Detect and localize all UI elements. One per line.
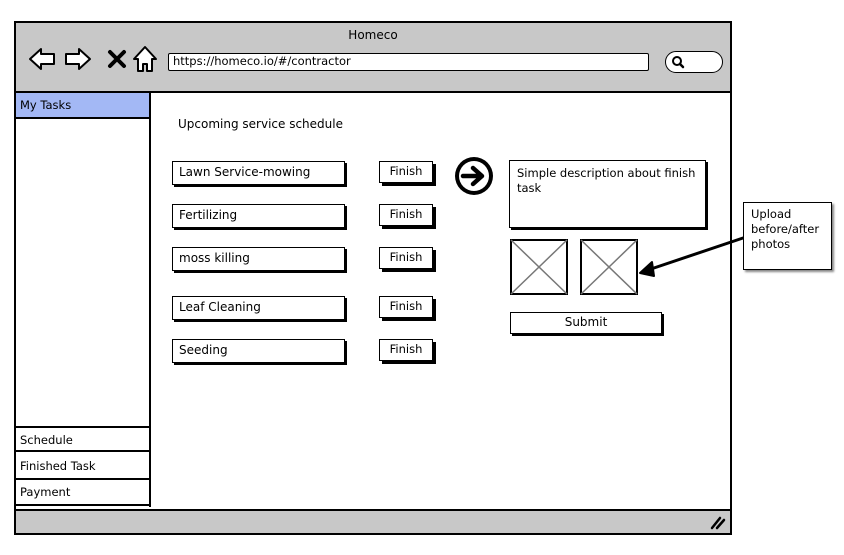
- search-box[interactable]: [665, 51, 723, 73]
- resize-grip-icon[interactable]: [708, 514, 726, 530]
- sidebar-item-finished-task[interactable]: Finished Task: [16, 454, 149, 480]
- window-title: Homeco: [348, 28, 398, 42]
- arrow-right-circle-icon[interactable]: [453, 155, 495, 197]
- forward-arrow-icon[interactable]: [63, 44, 93, 74]
- finish-button[interactable]: Finish: [379, 296, 433, 318]
- url-input[interactable]: https://homeco.io/#/contractor: [168, 53, 649, 71]
- sidebar-item-my-tasks[interactable]: My Tasks: [16, 93, 149, 119]
- page-heading: Upcoming service schedule: [178, 117, 343, 131]
- finish-button[interactable]: Finish: [379, 161, 433, 183]
- status-bar: [16, 509, 730, 533]
- submit-button[interactable]: Submit: [510, 312, 662, 334]
- close-icon[interactable]: [102, 44, 132, 74]
- home-icon[interactable]: [130, 44, 160, 74]
- search-icon: [672, 56, 685, 69]
- after-photo-placeholder-icon[interactable]: [580, 239, 638, 295]
- before-photo-placeholder-icon[interactable]: [510, 239, 568, 295]
- task-item-seeding[interactable]: Seeding: [172, 339, 345, 363]
- task-item-leaf-cleaning[interactable]: Leaf Cleaning: [172, 296, 345, 320]
- task-item-fertilizing[interactable]: Fertilizing: [172, 204, 345, 228]
- finish-button[interactable]: Finish: [379, 204, 433, 226]
- finish-button[interactable]: Finish: [379, 247, 433, 269]
- back-arrow-icon[interactable]: [27, 44, 57, 74]
- task-item-lawn-service[interactable]: Lawn Service-mowing: [172, 161, 345, 185]
- sidebar-item-schedule[interactable]: Schedule: [16, 426, 149, 452]
- sidebar-item-payment[interactable]: Payment: [16, 480, 149, 506]
- sidebar: My Tasks Schedule Finished Task Payment: [16, 93, 151, 507]
- browser-window: Homeco https://homeco.io/#/contractor My…: [14, 21, 732, 535]
- browser-toolbar: Homeco https://homeco.io/#/contractor: [16, 23, 730, 93]
- annotation-note: Upload before/after photos: [743, 202, 832, 270]
- finish-button[interactable]: Finish: [379, 339, 433, 361]
- task-description-box[interactable]: Simple description about finish task: [509, 160, 706, 228]
- task-item-moss-killing[interactable]: moss killing: [172, 247, 345, 271]
